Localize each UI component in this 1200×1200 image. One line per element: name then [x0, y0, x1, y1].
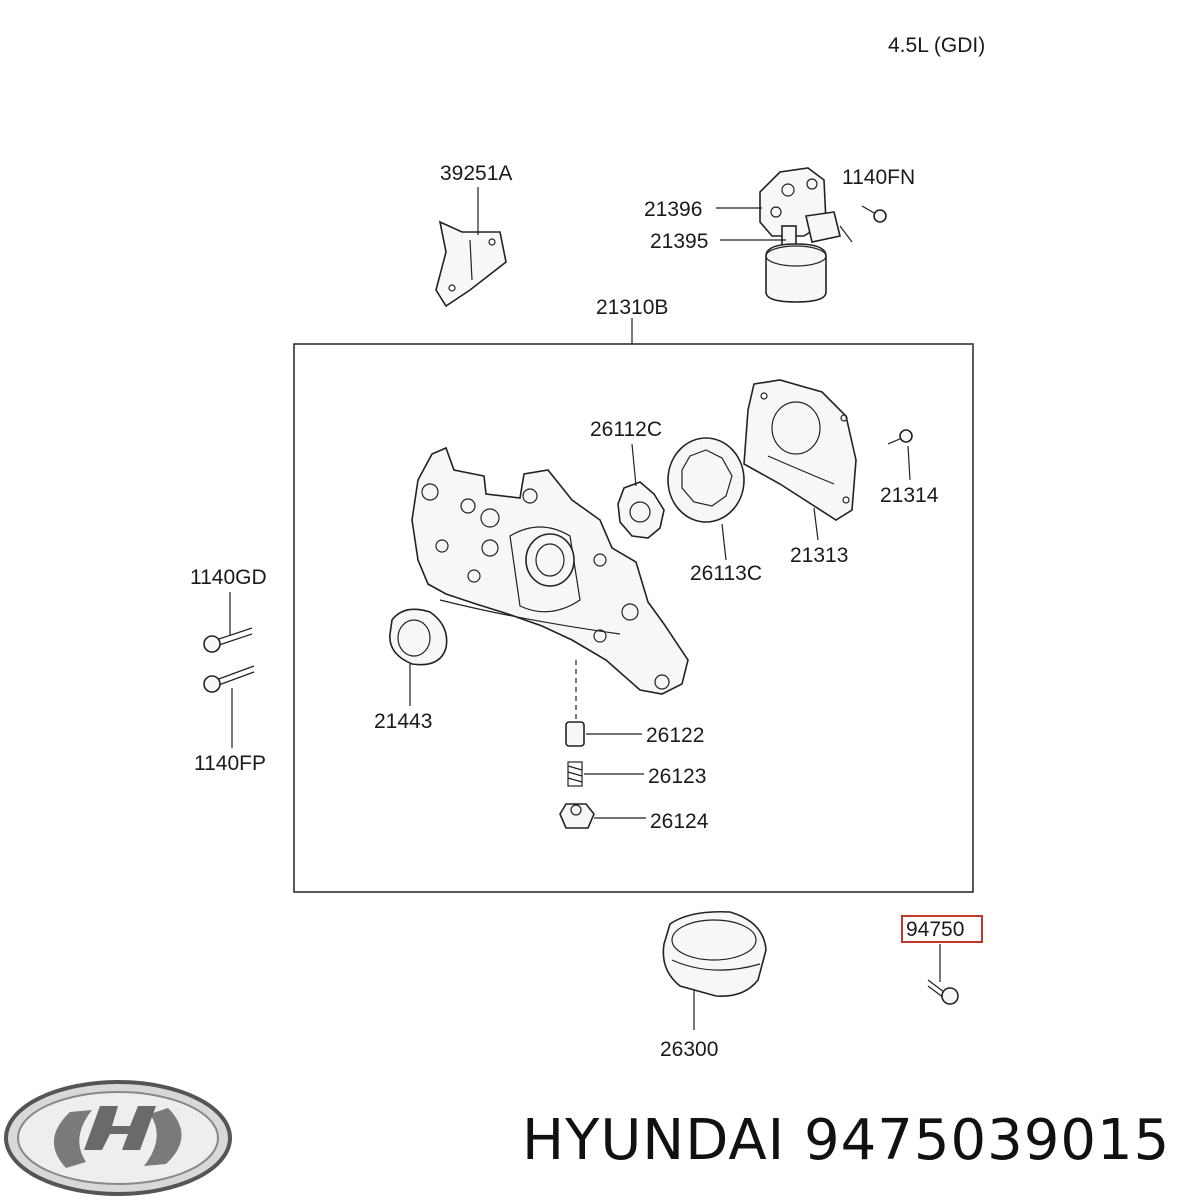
- engine-label: 4.5L (GDI): [888, 34, 985, 57]
- callout-26300: 26300: [660, 1038, 718, 1061]
- callout-39251A: 39251A: [440, 162, 512, 185]
- callout-26122: 26122: [646, 724, 704, 747]
- callout-26113C: 26113C: [690, 562, 762, 585]
- callout-26112C: 26112C: [590, 418, 662, 441]
- part-number: 9475039015: [803, 1108, 1171, 1173]
- bolt-1140FP: [203, 665, 255, 693]
- callout-21396: 21396: [644, 198, 702, 221]
- relief-plug-26124: [559, 803, 595, 829]
- oil-filter-26300: [662, 910, 767, 997]
- oil-pressure-switch-94750: [927, 979, 959, 1005]
- assembly-21310B-box: [293, 343, 974, 893]
- brand-name: HYUNDAI: [522, 1108, 786, 1173]
- brand-part-caption: HYUNDAI 9475039015: [522, 1108, 1170, 1173]
- inner-rotor-26112C: [617, 481, 665, 539]
- outer-rotor-26113C: [667, 437, 745, 523]
- relief-plunger-26122: [565, 721, 585, 747]
- bracket-39251A: [435, 220, 507, 308]
- bolt-1140GD: [203, 627, 253, 653]
- callout-94750[interactable]: 94750: [906, 918, 964, 941]
- callout-26124: 26124: [650, 810, 709, 833]
- callout-1140FN: 1140FN: [842, 166, 915, 189]
- callout-1140FP: 1140FP: [194, 752, 266, 775]
- callout-21310B: 21310B: [596, 296, 668, 319]
- screw-21314: [887, 429, 913, 445]
- callout-21313: 21313: [790, 544, 848, 567]
- relief-spring-26123: [567, 761, 583, 787]
- oil-seal-21443: [389, 608, 448, 666]
- bolt-1140FN: [861, 205, 887, 223]
- hyundai-logo: [4, 1080, 232, 1196]
- callout-21443: 21443: [374, 710, 432, 733]
- callout-21395: 21395: [650, 230, 708, 253]
- oil-pump-housing: [411, 446, 689, 695]
- oil-filter-head-assembly: [759, 167, 853, 303]
- callout-1140GD: 1140GD: [190, 566, 267, 589]
- callout-26123: 26123: [648, 765, 706, 788]
- pump-cover-21313: [743, 379, 857, 521]
- highlight-box-94750: [901, 915, 983, 943]
- callout-21314: 21314: [880, 484, 939, 507]
